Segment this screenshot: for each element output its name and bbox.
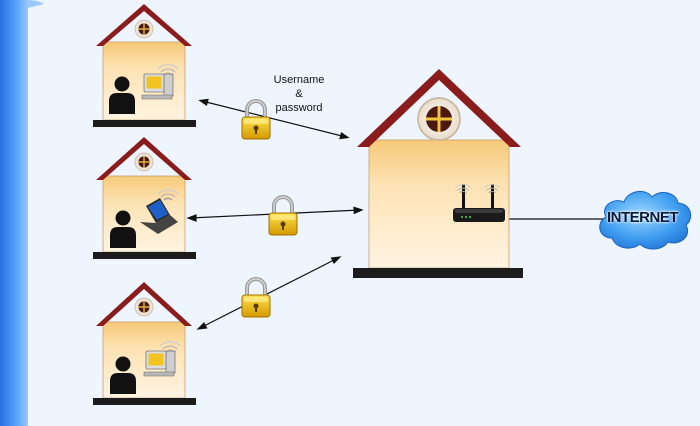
link-house-3	[199, 257, 339, 329]
cloud-icon	[599, 190, 692, 250]
credentials-annotation: Username & password	[262, 73, 336, 115]
arrowhead	[198, 98, 209, 106]
internet-label: INTERNET	[607, 209, 679, 226]
house-icon	[93, 282, 196, 405]
desktop-computer-icon	[141, 64, 179, 100]
sidebar-strip	[0, 0, 28, 426]
link-house-1	[201, 100, 347, 138]
house-icon	[93, 4, 196, 127]
arrowhead	[196, 321, 208, 330]
arrowhead	[353, 206, 364, 215]
annotation-line-username: Username	[273, 74, 325, 86]
arrowhead	[330, 256, 342, 265]
arrowhead	[186, 214, 197, 222]
desktop-computer-icon	[143, 341, 181, 377]
padlock-icon	[240, 277, 272, 319]
house-icon	[353, 69, 523, 278]
padlock-icon	[267, 195, 299, 237]
annotation-line-ampersand: &	[295, 88, 303, 100]
sidebar-corner	[28, 0, 44, 8]
annotation-line-password: password	[275, 102, 323, 114]
house-icon	[93, 137, 196, 259]
wireless-router-icon	[453, 184, 505, 222]
laptop-icon	[140, 189, 179, 234]
arrowhead	[339, 132, 350, 140]
